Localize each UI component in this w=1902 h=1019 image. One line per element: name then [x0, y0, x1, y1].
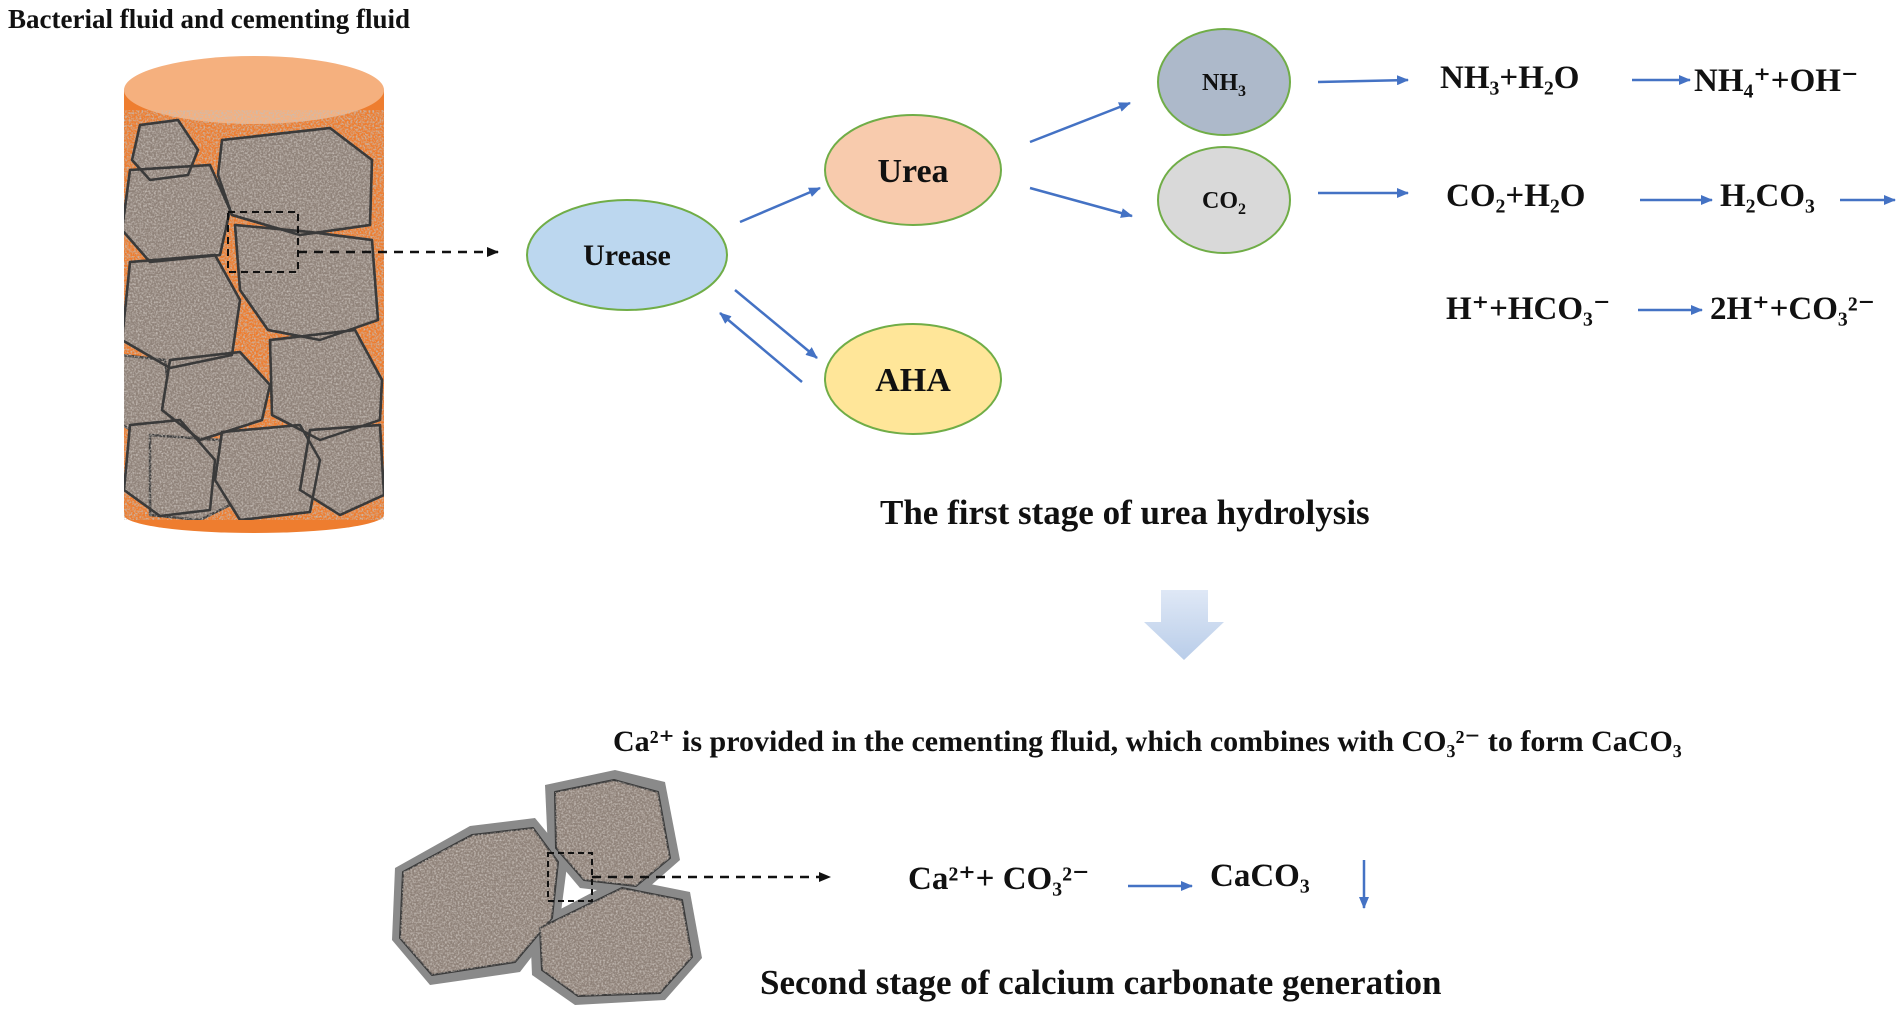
- stage-1-title: The first stage of urea hydrolysis: [880, 493, 1370, 532]
- reaction-3-left: H⁺+HCO₃⁻: [1446, 291, 1611, 327]
- reaction-2-right: H₂CO₃: [1720, 178, 1815, 214]
- co2-base: CO: [1202, 188, 1238, 214]
- node-urease: Urease: [526, 199, 728, 311]
- arrow-urease-urea: [739, 186, 821, 224]
- flow-arrows: [719, 75, 1896, 909]
- node-co2: CO2: [1157, 146, 1291, 254]
- urea-label: Urea: [877, 153, 948, 190]
- urease-label: Urease: [583, 239, 671, 272]
- arrow-urea-nh3: [1029, 101, 1131, 144]
- rock-particles: [124, 110, 384, 520]
- node-aha: AHA: [824, 323, 1002, 435]
- arrow-urease-aha: [734, 289, 818, 359]
- reaction-4-right: CaCO₃: [1210, 858, 1310, 894]
- aha-label: AHA: [875, 362, 951, 399]
- reaction-3-right: 2H⁺+CO₃²⁻: [1710, 291, 1876, 327]
- arrow-urea-co2: [1029, 186, 1133, 218]
- node-urea: Urea: [824, 114, 1002, 226]
- stage-2-title: Second stage of calcium carbonate genera…: [760, 963, 1442, 1002]
- reaction-2-left: CO₂+H₂O: [1446, 178, 1586, 214]
- svg-text:NH3: NH3: [1202, 70, 1246, 100]
- reaction-4-left: Ca²⁺+ CO₃²⁻: [908, 861, 1090, 897]
- node-nh3: NH3: [1157, 28, 1291, 136]
- top-caption: Bacterial fluid and cementing fluid: [8, 4, 411, 34]
- soil-column-cylinder: [124, 56, 384, 533]
- reaction-1-left: NH₃+H₂O: [1440, 60, 1580, 96]
- arrow-nh3-reaction: [1317, 75, 1409, 86]
- arrow-aha-urease: [719, 312, 803, 383]
- reaction-1-right: NH₄⁺+OH⁻: [1694, 63, 1859, 99]
- nh3-base: NH: [1202, 70, 1238, 96]
- stage-2-note: Ca²⁺ is provided in the cementing fluid,…: [613, 725, 1682, 758]
- nh3-sub: 3: [1238, 83, 1246, 100]
- zoom-box: [227, 211, 299, 273]
- co2-sub: 2: [1238, 201, 1246, 218]
- zoom-box-bottom: [547, 852, 593, 902]
- svg-text:CO2: CO2: [1202, 188, 1246, 218]
- cemented-particles: [392, 770, 702, 1005]
- stage-transition-arrow: [1144, 590, 1224, 660]
